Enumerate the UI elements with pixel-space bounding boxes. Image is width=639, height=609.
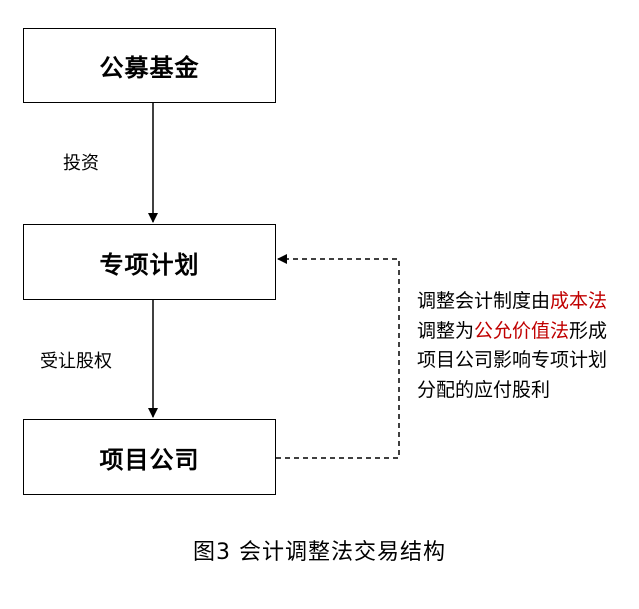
figure-caption: 图3 会计调整法交易结构 xyxy=(193,540,446,565)
node-project-company-label: 项目公司 xyxy=(99,445,200,474)
node-public-fund: 公募基金 xyxy=(23,28,276,103)
annotation-note: 调整会计制度由成本法调整为公允价值法形成项目公司影响专项计划分配的应付股利 xyxy=(417,287,617,405)
node-special-plan: 专项计划 xyxy=(23,224,276,300)
node-project-company: 项目公司 xyxy=(23,419,276,495)
note-segment: 调整会计制度由 xyxy=(417,290,551,312)
node-public-fund-label: 公募基金 xyxy=(99,54,200,82)
node-special-plan-label: 专项计划 xyxy=(99,250,200,279)
note-highlight-fair-value-method: 公允价值法 xyxy=(474,319,570,342)
dashed-feedback-arrow xyxy=(276,254,400,459)
note-segment: 形成项目公司影响专项计划分配的应付股利 xyxy=(417,319,608,401)
note-highlight-cost-method: 成本法 xyxy=(550,290,608,312)
edge-label-transfer-equity: 受让股权 xyxy=(40,351,112,372)
edge-label-invest: 投资 xyxy=(63,153,99,174)
note-segment: 调整为 xyxy=(417,319,475,342)
